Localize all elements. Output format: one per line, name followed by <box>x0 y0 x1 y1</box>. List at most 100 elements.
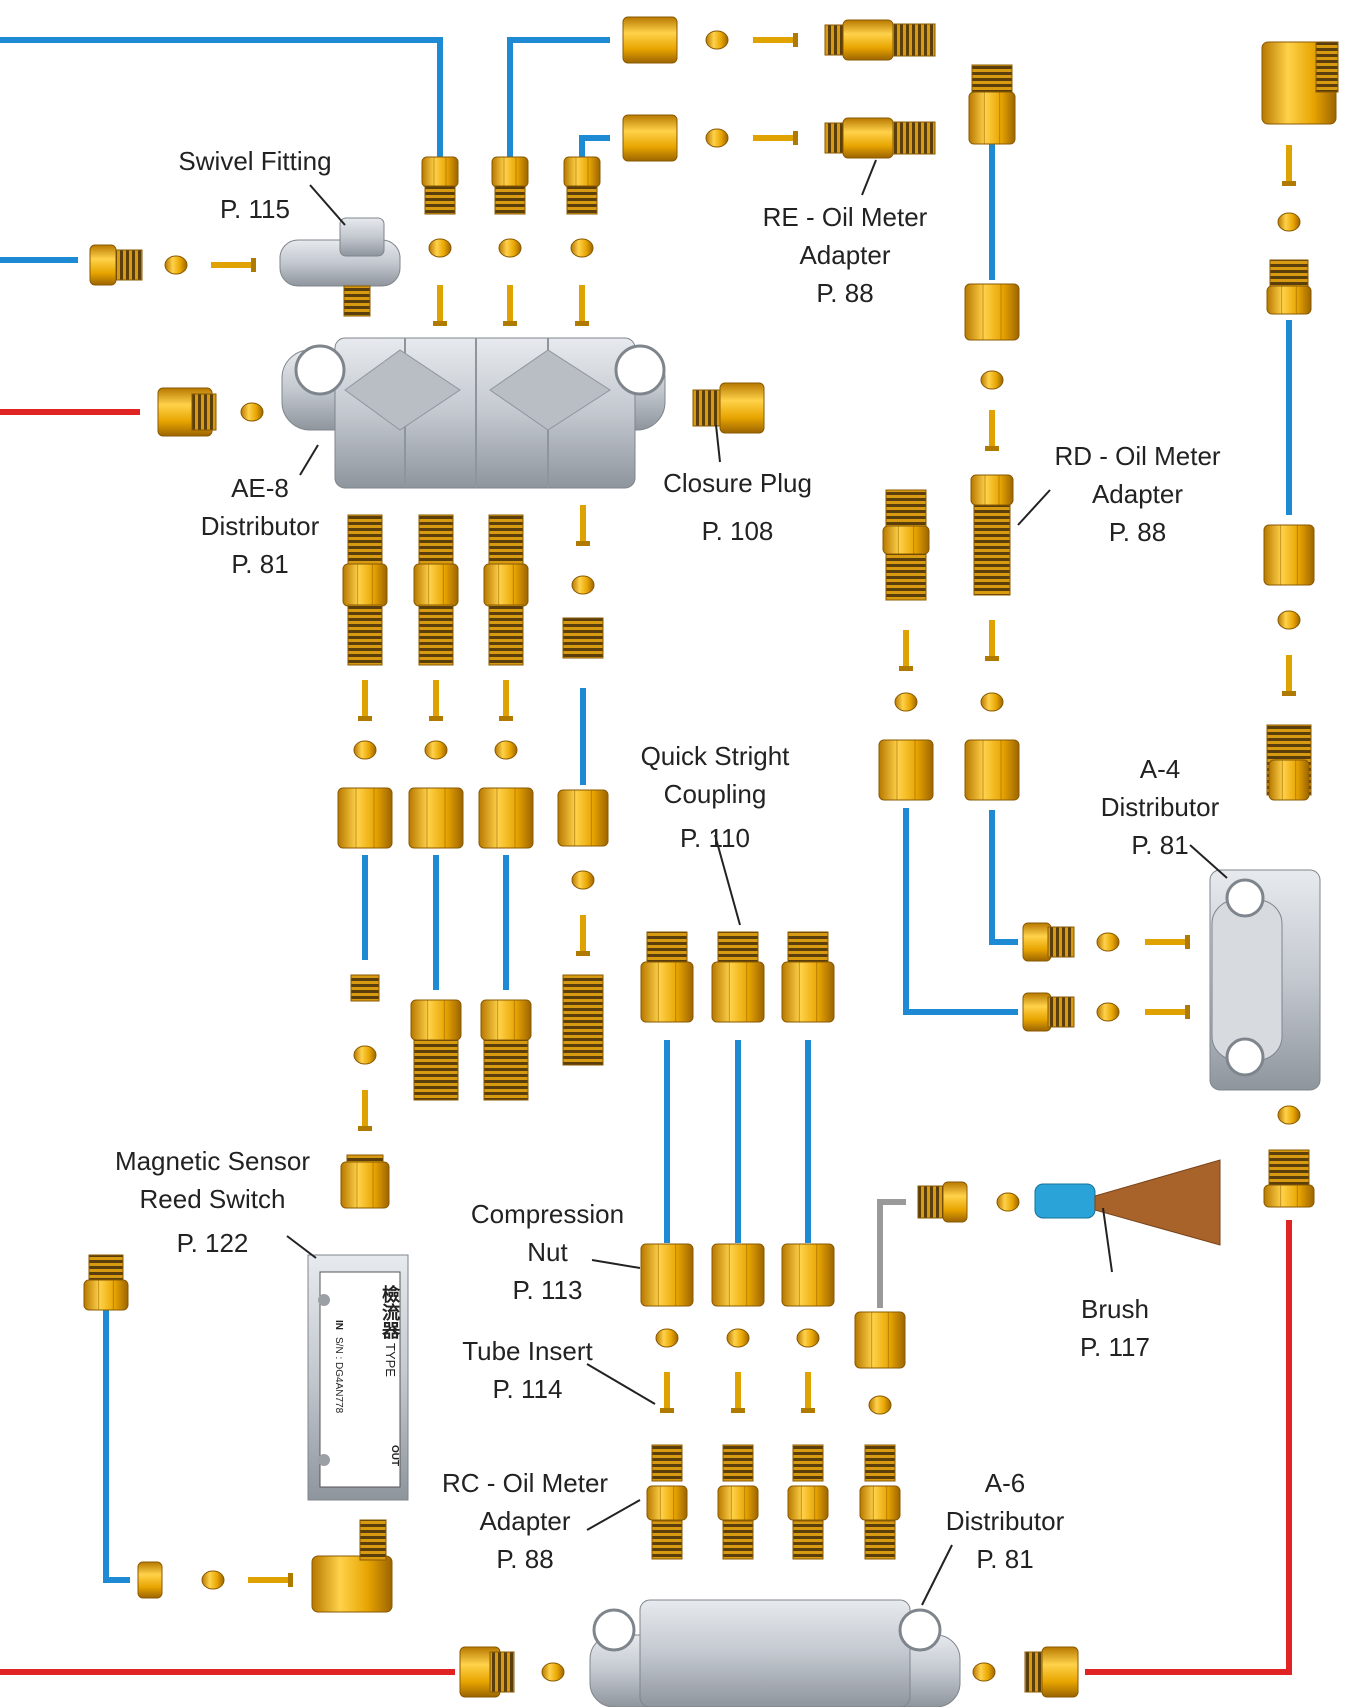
threaded-section <box>348 515 382 565</box>
adapter-thread <box>563 975 603 1065</box>
threaded-section <box>652 1521 682 1559</box>
label-magnetic-sensor: Magnetic Sensor Reed Switch P. 122 <box>95 1142 330 1262</box>
tube-insert <box>985 620 999 661</box>
compression-nut <box>558 790 608 846</box>
compression-nut <box>641 1244 693 1306</box>
blue-tube <box>510 40 610 160</box>
blue-tube <box>992 810 1018 942</box>
label-a4-distributor: A-4 Distributor P. 81 <box>1085 750 1235 864</box>
re-adapter-body <box>843 118 893 158</box>
coupling-body <box>969 92 1015 144</box>
compression-nut <box>879 740 933 800</box>
tube-insert <box>211 258 256 272</box>
tube-insert <box>433 285 447 326</box>
label-page: P. 115 <box>160 190 350 228</box>
ferrule <box>981 693 1003 711</box>
label-page: P. 81 <box>185 545 335 583</box>
label-page: P. 113 <box>455 1271 640 1309</box>
threaded-section <box>348 605 382 665</box>
adapter-nut <box>343 564 387 606</box>
brush <box>1035 1160 1220 1245</box>
blue-tube <box>906 808 1018 1012</box>
label-text: Nut <box>455 1233 640 1271</box>
label-page: P. 110 <box>620 819 810 857</box>
label-page: P. 114 <box>445 1370 610 1408</box>
fitting-nut <box>138 1562 162 1598</box>
adapter-nut <box>1269 760 1309 800</box>
threaded-section <box>192 394 216 430</box>
sensor-out-text: OUT <box>389 1445 400 1466</box>
ferrule <box>429 239 451 257</box>
threaded-section <box>1269 1150 1309 1186</box>
brush-fitting-thread <box>918 1186 944 1218</box>
a6-distributor-body <box>590 1600 960 1707</box>
label-a6-distributor: A-6 Distributor P. 81 <box>930 1464 1080 1578</box>
tube-insert <box>429 680 443 721</box>
compression-nut <box>965 284 1019 340</box>
fitting-nut <box>1023 923 1051 961</box>
threaded-section <box>647 932 687 962</box>
label-text: RD - Oil Meter <box>1030 437 1245 475</box>
threaded-section <box>972 65 1012 95</box>
fitting-nut <box>90 245 116 285</box>
ferrule <box>165 256 187 274</box>
threaded-section <box>718 932 758 962</box>
threaded-section <box>652 1445 682 1481</box>
swivel-thread <box>344 286 370 316</box>
brush-fitting-nut <box>943 1182 967 1222</box>
nut <box>1267 286 1311 314</box>
ferrule <box>495 741 517 759</box>
quick-coupling-body <box>712 962 764 1022</box>
ferrule <box>797 1329 819 1347</box>
label-ae8-distributor: AE-8 Distributor P. 81 <box>185 469 335 583</box>
hex-nut <box>860 1486 900 1520</box>
sensor-plate-out: OUT <box>380 1445 400 1485</box>
leader-line <box>716 425 720 462</box>
compression-nut <box>338 788 392 848</box>
tube-insert <box>358 1090 372 1131</box>
label-page: P. 88 <box>425 1540 625 1578</box>
threaded-section <box>1270 260 1308 286</box>
label-text: Distributor <box>185 507 335 545</box>
sensor-type-text: TYPE <box>383 1343 398 1377</box>
ferrule <box>1097 933 1119 951</box>
ferrule <box>571 239 593 257</box>
label-rc-adapter: RC - Oil Meter Adapter P. 88 <box>425 1464 625 1578</box>
label-page: P. 81 <box>1085 826 1235 864</box>
tube-insert <box>801 1372 815 1413</box>
ferrule <box>895 693 917 711</box>
label-text: A-6 <box>930 1464 1080 1502</box>
threaded-section <box>865 1445 895 1481</box>
tube-insert <box>499 680 513 721</box>
hex-nut <box>788 1486 828 1520</box>
label-compression-nut: Compression Nut P. 113 <box>455 1195 640 1309</box>
re-adapter-body <box>843 20 893 60</box>
threaded-section <box>495 186 525 214</box>
ferrule <box>542 1663 564 1681</box>
compression-nut <box>479 788 533 848</box>
threaded-section <box>788 932 828 962</box>
tube-insert <box>1145 1005 1190 1019</box>
red-tube <box>1085 1220 1289 1672</box>
label-re-adapter: RE - Oil Meter Adapter P. 88 <box>735 198 955 312</box>
closure-plug-head <box>720 383 764 433</box>
label-text: Closure Plug <box>650 464 825 502</box>
ferrule <box>354 1046 376 1064</box>
quick-coupling-body <box>782 962 834 1022</box>
threaded-section <box>865 1521 895 1559</box>
ferrule <box>727 1329 749 1347</box>
label-text: Distributor <box>930 1502 1080 1540</box>
compression-nut <box>492 157 528 187</box>
ferrule <box>572 576 594 594</box>
adapter-nut <box>414 564 458 606</box>
leader-line <box>1103 1208 1112 1272</box>
nut <box>1264 1185 1314 1207</box>
threaded-section <box>425 186 455 214</box>
compression-nut <box>855 1312 905 1368</box>
tube-insert <box>1282 655 1296 696</box>
compression-nut <box>409 788 463 848</box>
ferrule <box>997 1193 1019 1211</box>
ferrule <box>1278 1106 1300 1124</box>
threaded-section <box>1048 997 1074 1027</box>
